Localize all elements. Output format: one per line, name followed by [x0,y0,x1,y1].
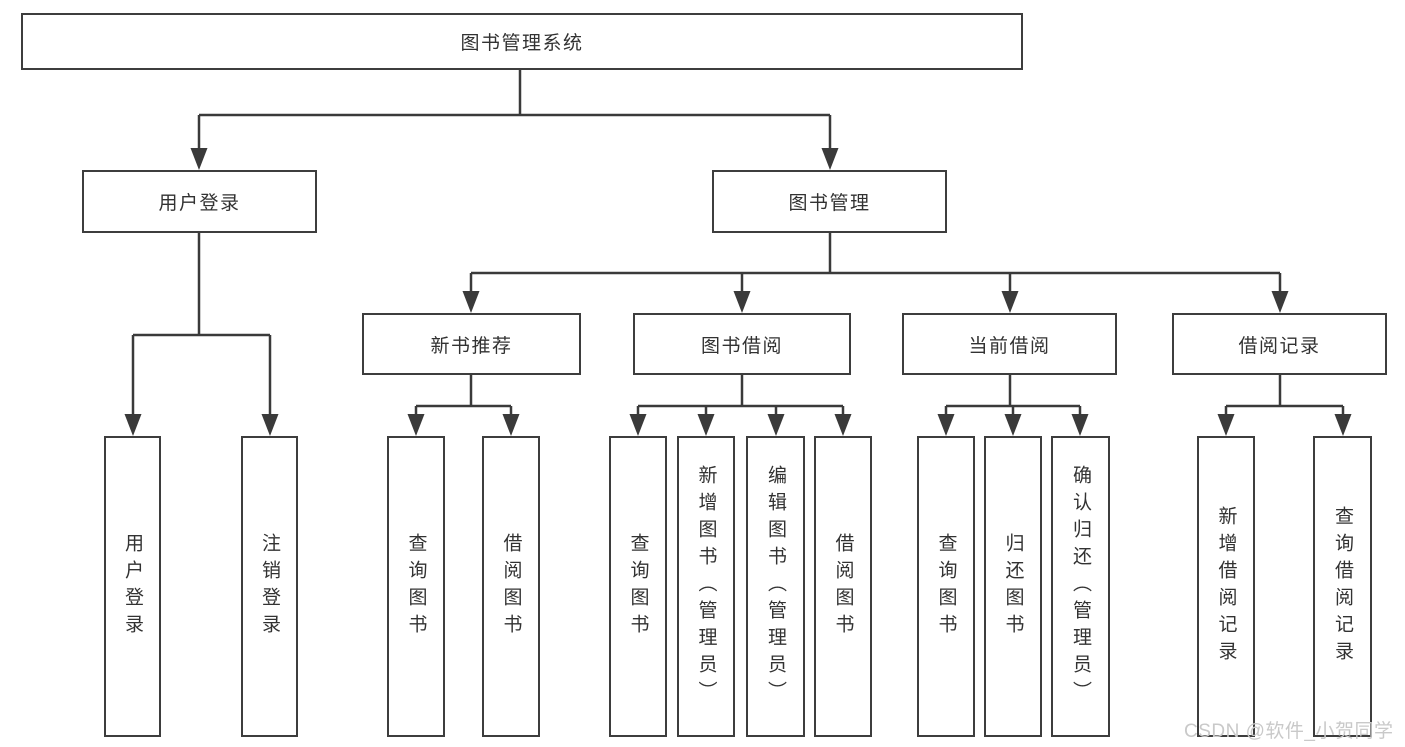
leaf-user-login: 用户登录 [104,436,161,737]
arrowhead [821,148,839,170]
leaf-records-add-record: 新增借阅记录 [1197,436,1255,737]
leaf-recommend-borrow-books: 借阅图书 [482,436,540,737]
node-new-book-recommendation: 新书推荐 [362,313,581,375]
csdn-watermark: CSDN @软件_小贺同学 [1184,721,1394,742]
arrowhead [1334,414,1352,436]
arrowhead [1271,291,1289,313]
arrowhead [1071,414,1089,436]
arrowheads [124,148,1352,436]
leaf-borrow-query-books: 查询图书 [609,436,667,737]
leaf-borrow-add-books-admin: 新增图书（管理员） [677,436,735,737]
arrowhead [261,414,279,436]
leaf-recommend-query-books: 查询图书 [387,436,445,737]
node-root-library-system: 图书管理系统 [21,13,1023,70]
arrowhead [1001,291,1019,313]
arrowhead [629,414,647,436]
node-borrowing-records: 借阅记录 [1172,313,1387,375]
node-book-management: 图书管理 [712,170,947,233]
leaf-records-query-record: 查询借阅记录 [1313,436,1372,737]
leaf-current-query-books: 查询图书 [917,436,975,737]
leaf-logout: 注销登录 [241,436,298,737]
arrowhead [767,414,785,436]
arrowhead [124,414,142,436]
arrowhead [462,291,480,313]
arrowhead [1004,414,1022,436]
connector-lines [131,70,1345,419]
arrowhead [697,414,715,436]
node-user-login: 用户登录 [82,170,317,233]
leaf-borrow-borrow-books: 借阅图书 [814,436,872,737]
leaf-borrow-edit-books-admin: 编辑图书（管理员） [746,436,805,737]
arrowhead [834,414,852,436]
leaf-current-return-books: 归还图书 [984,436,1042,737]
arrowhead [937,414,955,436]
leaf-current-confirm-return-admin: 确认归还（管理员） [1051,436,1110,737]
arrowhead [733,291,751,313]
node-book-borrowing: 图书借阅 [633,313,851,375]
arrowhead [1217,414,1235,436]
arrowhead [407,414,425,436]
arrowhead [190,148,208,170]
node-current-borrowing: 当前借阅 [902,313,1117,375]
arrowhead [502,414,520,436]
